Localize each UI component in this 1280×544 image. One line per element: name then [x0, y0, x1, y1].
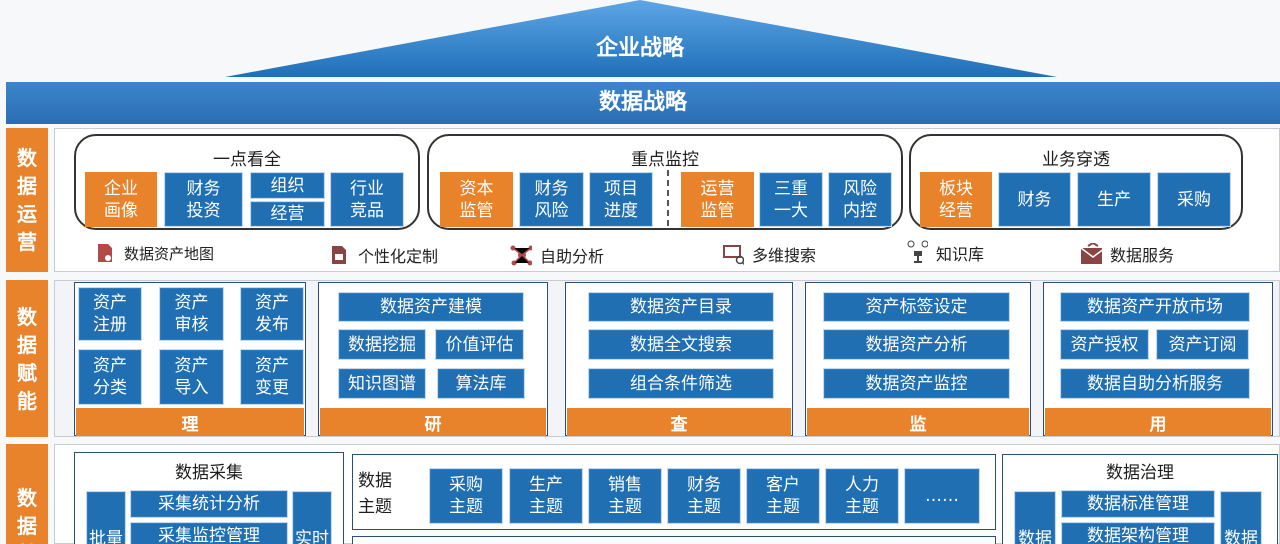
- card-governance-left[interactable]: 数据: [1014, 491, 1056, 544]
- data-governance-title: 数据治理: [1106, 463, 1174, 483]
- card-asset-review[interactable]: 资产审核: [159, 287, 224, 341]
- enterprise-strategy-title: 企业战略: [595, 36, 684, 61]
- card-asset-authorize[interactable]: 资产授权: [1060, 329, 1149, 360]
- network-icon: [510, 244, 532, 266]
- card-production[interactable]: 生产: [1077, 172, 1151, 227]
- dashed-divider: [667, 170, 669, 226]
- label-manage: 理: [76, 408, 304, 436]
- tool-knowledge-base[interactable]: 知识库: [906, 240, 984, 265]
- document-icon: [328, 244, 350, 266]
- card-three-one[interactable]: 三重一大: [759, 172, 823, 227]
- card-project-progress[interactable]: 项目进度: [589, 172, 653, 227]
- card-data-mining[interactable]: 数据挖掘: [338, 329, 426, 360]
- card-capital-supervision[interactable]: 资本监管: [440, 172, 513, 227]
- data-strategy-band: 数据战略: [6, 82, 1280, 124]
- card-batch[interactable]: 批量: [86, 491, 126, 544]
- envelope-icon: [1080, 243, 1102, 265]
- card-procurement[interactable]: 采购: [1157, 172, 1231, 227]
- row-label-operations: 数据运营: [6, 128, 48, 272]
- card-asset-analysis[interactable]: 数据资产分析: [823, 329, 1010, 360]
- roof-triangle: [225, 0, 1057, 77]
- hierarchy-icon: [906, 240, 928, 264]
- label-monitor: 监: [807, 408, 1029, 436]
- map-icon: [94, 242, 116, 264]
- tool-asset-map[interactable]: 数据资产地图: [94, 242, 214, 264]
- card-knowledge-graph[interactable]: 知识图谱: [338, 368, 426, 399]
- card-finance-investment[interactable]: 财务投资: [164, 172, 243, 227]
- data-strategy-title: 数据战略: [598, 90, 687, 115]
- card-condition-filter[interactable]: 组合条件筛选: [588, 368, 774, 399]
- card-realtime[interactable]: 实时: [292, 491, 332, 544]
- tool-self-analysis[interactable]: 自助分析: [510, 243, 604, 267]
- card-value-assess[interactable]: 价值评估: [435, 329, 524, 360]
- card-finance[interactable]: 财务: [998, 172, 1071, 227]
- card-operation-supervision[interactable]: 运营监管: [681, 172, 754, 227]
- label-research: 研: [320, 408, 546, 436]
- card-topic-customer[interactable]: 客户主题: [746, 468, 820, 524]
- tool-personalized[interactable]: 个性化定制: [328, 243, 438, 267]
- card-algorithm-lib[interactable]: 算法库: [437, 368, 525, 399]
- card-topic-more[interactable]: ……: [904, 468, 980, 524]
- data-topics-label: 数据主题: [358, 471, 392, 517]
- label-use: 用: [1045, 408, 1271, 436]
- card-topic-procurement[interactable]: 采购主题: [429, 468, 503, 524]
- card-finance-risk[interactable]: 财务风险: [519, 172, 584, 227]
- card-asset-catalog[interactable]: 数据资产目录: [588, 292, 774, 322]
- group-business-penetration-title: 业务穿透: [1042, 150, 1110, 170]
- section-lower-strip: [352, 536, 996, 544]
- tool-data-service[interactable]: 数据服务: [1080, 242, 1174, 266]
- card-topic-finance[interactable]: 财务主题: [667, 468, 741, 524]
- card-asset-monitor[interactable]: 数据资产监控: [823, 368, 1010, 399]
- card-self-analysis-service[interactable]: 数据自助分析服务: [1060, 368, 1250, 399]
- card-asset-subscribe[interactable]: 资产订阅: [1156, 329, 1249, 360]
- card-topic-hr[interactable]: 人力主题: [825, 468, 899, 524]
- card-collection-monitor[interactable]: 采集监控管理: [130, 522, 288, 544]
- card-governance-right[interactable]: 数据: [1220, 491, 1262, 544]
- card-asset-change[interactable]: 资产变更: [240, 349, 304, 405]
- card-architecture-management[interactable]: 数据架构管理: [1061, 522, 1215, 544]
- card-asset-classify[interactable]: 资产分类: [78, 349, 142, 405]
- card-organization[interactable]: 组织: [250, 172, 325, 199]
- data-collection-title: 数据采集: [175, 463, 243, 483]
- card-topic-production[interactable]: 生产主题: [509, 468, 583, 524]
- card-topic-sales[interactable]: 销售主题: [588, 468, 662, 524]
- card-open-market[interactable]: 数据资产开放市场: [1060, 292, 1250, 322]
- group-key-monitoring-title: 重点监控: [631, 150, 699, 170]
- label-query: 查: [567, 408, 791, 436]
- row-label-empowerment: 数据赋能: [6, 280, 48, 437]
- card-fulltext-search[interactable]: 数据全文搜索: [588, 329, 774, 360]
- card-asset-import[interactable]: 资产导入: [159, 349, 224, 405]
- card-operation[interactable]: 经营: [250, 201, 325, 227]
- card-asset-modeling[interactable]: 数据资产建模: [338, 292, 524, 322]
- row-label-foundation: 数据基: [6, 444, 48, 544]
- search-screen-icon: [722, 243, 744, 265]
- card-standard-management[interactable]: 数据标准管理: [1061, 490, 1215, 518]
- card-asset-publish[interactable]: 资产发布: [240, 287, 304, 341]
- group-one-view-title: 一点看全: [213, 150, 281, 170]
- card-industry-competitor[interactable]: 行业竞品: [330, 172, 404, 227]
- card-enterprise-portrait[interactable]: 企业画像: [85, 172, 157, 227]
- card-risk-control[interactable]: 风险内控: [828, 172, 892, 227]
- card-collection-stats[interactable]: 采集统计分析: [130, 490, 288, 518]
- card-asset-tag[interactable]: 资产标签设定: [823, 292, 1010, 322]
- tool-multi-search[interactable]: 多维搜索: [722, 242, 816, 266]
- card-asset-register[interactable]: 资产注册: [78, 287, 142, 341]
- card-sector-operation[interactable]: 板块经营: [920, 172, 992, 227]
